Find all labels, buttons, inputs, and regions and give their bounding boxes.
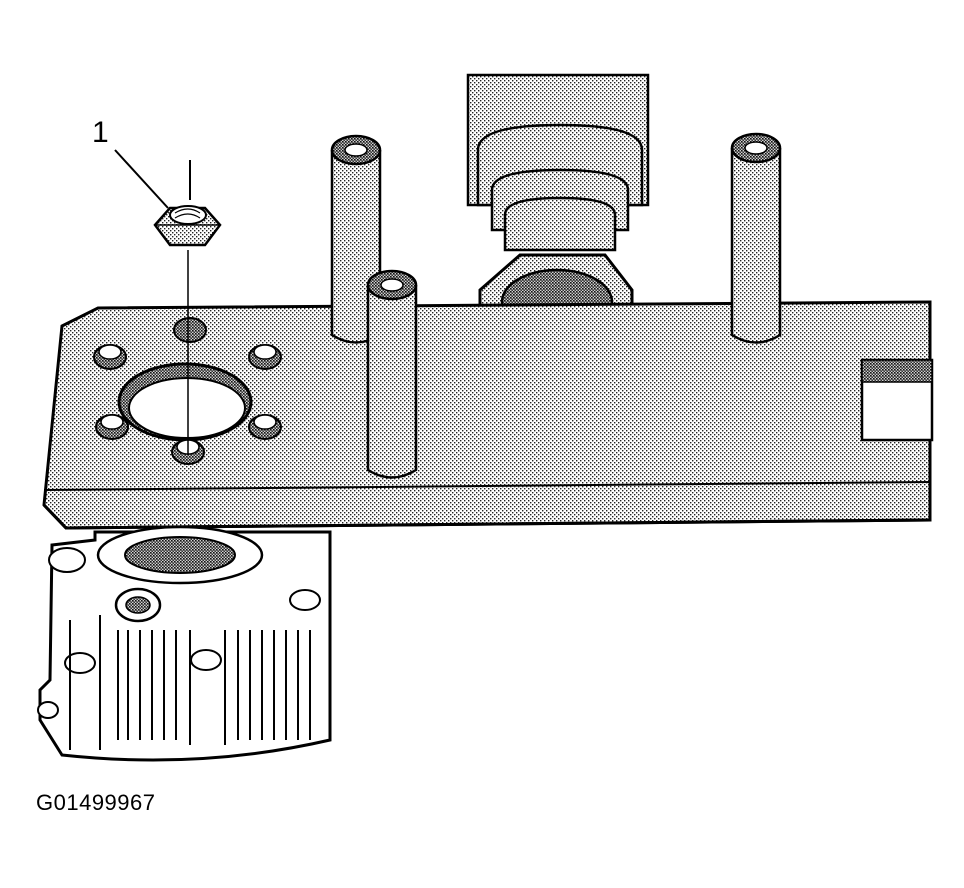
bolt-head — [248, 414, 282, 440]
bolt-head — [95, 414, 129, 440]
nut — [153, 160, 222, 455]
bolt-head — [93, 344, 127, 370]
gear-housing — [37, 525, 332, 762]
figure-id-label: G01499967 — [36, 790, 156, 815]
bolt-head — [248, 344, 282, 370]
cooling-fins — [69, 615, 311, 750]
tool-column — [466, 73, 650, 252]
guide-pin — [366, 269, 418, 479]
callout-number: 1 — [92, 116, 109, 149]
stud — [173, 317, 207, 343]
guide-pins — [330, 132, 782, 479]
callout-leader-line — [114, 149, 169, 209]
guide-pin — [730, 132, 782, 344]
callout-1: 1 — [92, 116, 169, 209]
